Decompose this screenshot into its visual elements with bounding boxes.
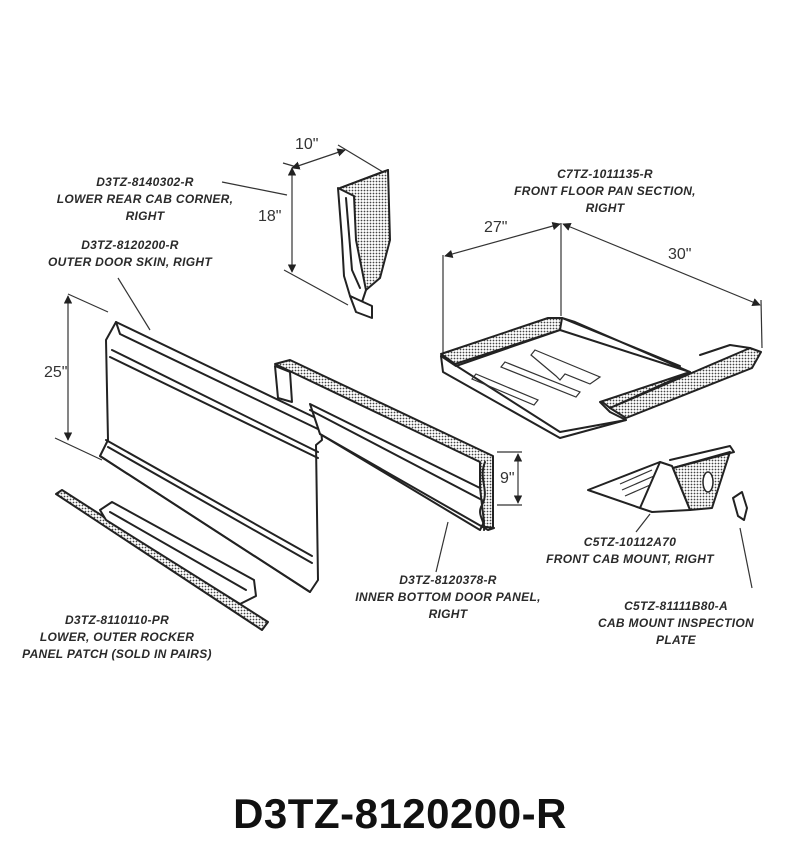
label-inspection-plate: C5TZ-81111B80-A CAB MOUNT INSPECTION PLA… — [578, 598, 774, 649]
label-cab-mount: C5TZ-10112A70 FRONT CAB MOUNT, RIGHT — [530, 534, 730, 568]
rocker-patch-part — [55, 489, 269, 631]
inspection-plate-part — [732, 491, 753, 589]
part-description: RIGHT — [125, 209, 165, 223]
part-number: D3TZ-8120200-R — [81, 238, 179, 252]
cab-mount-part — [587, 445, 735, 533]
part-number: C5TZ-10112A70 — [583, 535, 677, 549]
part-description: RIGHT — [428, 607, 468, 621]
part-description: LOWER REAR CAB CORNER, — [56, 192, 234, 206]
label-door-skin: D3TZ-8120200-R OUTER DOOR SKIN, RIGHT — [30, 237, 230, 271]
part-number: C7TZ-1011135-R — [557, 167, 653, 181]
part-number: D3TZ-8110110-PR — [64, 613, 170, 627]
dim-inner-panel-height: 9" — [500, 470, 515, 487]
label-rocker-patch: D3TZ-8110110-PR LOWER, OUTER ROCKER PANE… — [4, 612, 230, 663]
cab-corner-part — [221, 144, 391, 319]
dim-floor-pan-width: 27" — [484, 219, 508, 236]
dim-floor-pan-length: 30" — [668, 246, 692, 263]
floor-pan-part — [440, 221, 763, 439]
part-description: INNER BOTTOM DOOR PANEL, — [355, 590, 541, 604]
part-description: CAB MOUNT INSPECTION — [598, 616, 754, 630]
featured-part-number: D3TZ-8120200-R — [233, 790, 567, 837]
dim-cab-corner-height: 18" — [258, 208, 282, 225]
label-inner-panel: D3TZ-8120378-R INNER BOTTOM DOOR PANEL, … — [338, 572, 558, 623]
part-number: D3TZ-8140302-R — [96, 175, 194, 189]
part-description: RIGHT — [585, 201, 625, 215]
part-description: FRONT CAB MOUNT, RIGHT — [546, 552, 714, 566]
label-cab-corner: D3TZ-8140302-R LOWER REAR CAB CORNER, RI… — [40, 174, 250, 225]
part-description: OUTER DOOR SKIN, RIGHT — [48, 255, 212, 269]
part-description: FRONT FLOOR PAN SECTION, — [514, 184, 696, 198]
part-description: PANEL PATCH (SOLD IN PAIRS) — [22, 647, 212, 661]
dim-door-skin-height: 25" — [44, 364, 68, 381]
part-number: D3TZ-8120378-R — [399, 573, 497, 587]
dim-cab-corner-width: 10" — [295, 136, 319, 153]
inner-panel-part — [274, 359, 523, 573]
label-floor-pan: C7TZ-1011135-R FRONT FLOOR PAN SECTION, … — [490, 166, 720, 217]
part-description: LOWER, OUTER ROCKER — [39, 630, 195, 644]
part-description: PLATE — [656, 633, 696, 647]
part-number: C5TZ-81111B80-A — [624, 599, 728, 613]
